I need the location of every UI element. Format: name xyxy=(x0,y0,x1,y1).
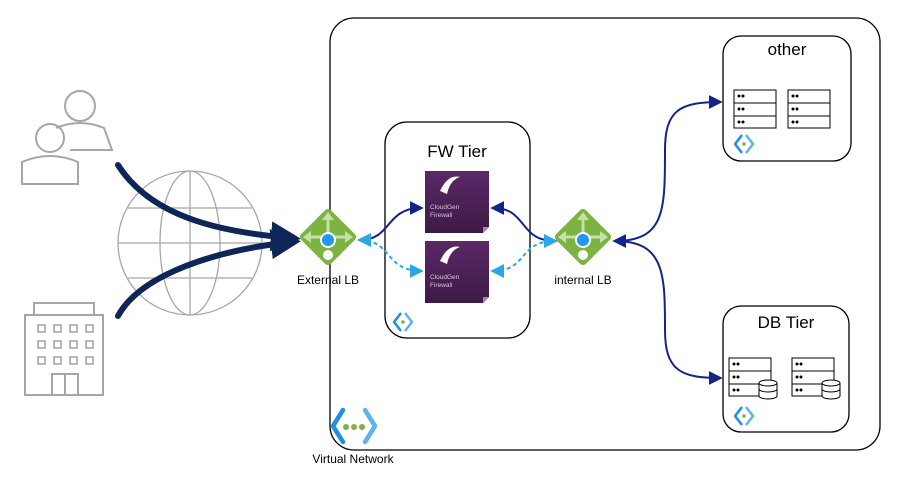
vnet-badge-icon xyxy=(392,312,414,332)
firewall-brand-line2: Firewall xyxy=(430,282,453,289)
database-server-icon xyxy=(728,357,778,400)
vnet-badge-icon xyxy=(733,406,755,426)
cloudgen-firewall-icon: CloudGen Firewall xyxy=(425,241,489,303)
firewall-brand-line1: CloudGen xyxy=(430,274,460,281)
server-rack-icon xyxy=(787,89,831,129)
int-lb-to-db-arrow xyxy=(614,240,723,385)
other-tier-box xyxy=(722,35,852,162)
virtual-network-label: Virtual Network xyxy=(312,452,394,466)
users-traffic-arrow xyxy=(115,162,301,252)
fw2-to-int-lb-arrow xyxy=(490,234,558,278)
cloudgen-firewall-icon: CloudGen Firewall xyxy=(425,171,489,233)
db-tier-title: DB Tier xyxy=(758,313,815,332)
database-server-icon xyxy=(791,357,841,400)
ext-lb-to-fw2-arrow xyxy=(357,233,424,278)
firewall-brand-line2: Firewall xyxy=(430,212,453,219)
users-icon xyxy=(21,90,114,185)
other-tier-title: other xyxy=(768,40,807,59)
fw-tier-title: FW Tier xyxy=(427,142,487,161)
external-lb-label: External LB xyxy=(297,273,359,287)
building-icon xyxy=(24,302,104,396)
virtual-network-icon xyxy=(330,407,378,445)
firewall-brand-line1: CloudGen xyxy=(430,204,460,211)
internal-lb-icon xyxy=(554,208,612,266)
int-lb-to-other-arrow xyxy=(612,95,723,248)
vnet-badge-icon xyxy=(733,134,755,154)
internal-lb-label: internal LB xyxy=(554,273,611,287)
db-tier-box xyxy=(722,305,850,433)
external-lb-icon xyxy=(299,208,357,266)
building-traffic-arrow xyxy=(115,229,301,319)
server-rack-icon xyxy=(733,89,777,129)
